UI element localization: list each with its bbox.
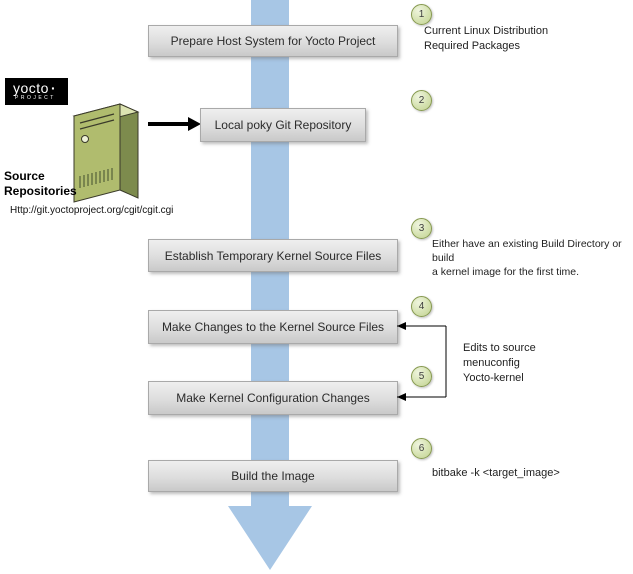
edits-bracket-connector <box>397 322 447 401</box>
yocto-logo-subtitle: PROJECT <box>15 95 56 101</box>
step-label: Prepare Host System for Yocto Project <box>170 34 376 48</box>
step-box-local-poky-repo: Local poky Git Repository <box>200 108 366 142</box>
step-number-circle-3: 3 <box>411 218 432 239</box>
note-steps-4-5: Edits to source menuconfig Yocto-kernel <box>463 342 536 384</box>
step-number-circle-5: 5 <box>411 366 432 387</box>
step-box-kernel-config: Make Kernel Configuration Changes <box>148 381 398 415</box>
step-number-circle-1: 1 <box>411 4 432 25</box>
server-icon <box>72 103 140 203</box>
step-label: Build the Image <box>231 469 315 483</box>
note-step-1: Current Linux Distribution Required Pack… <box>424 25 549 52</box>
note-step-6: bitbake -k <target_image> <box>432 467 560 479</box>
source-repositories-url: Http://git.yoctoproject.org/cgit/cgit.cg… <box>10 205 174 216</box>
server-to-repo-arrow <box>148 117 201 131</box>
step-box-temp-kernel-src: Establish Temporary Kernel Source Files <box>148 239 398 272</box>
step-label: Establish Temporary Kernel Source Files <box>164 248 382 263</box>
step-number-circle-6: 6 <box>411 438 432 459</box>
step-label: Make Kernel Configuration Changes <box>176 391 370 405</box>
step-label: Make Changes to the Kernel Source Files <box>161 320 385 334</box>
note-step-3: Either have an existing Build Directory … <box>432 238 622 279</box>
step-box-build-image: Build the Image <box>148 460 398 492</box>
yocto-logo-brand: yocto· <box>13 80 57 96</box>
step-number-circle-2: 2 <box>411 90 432 111</box>
step-box-prepare-host: Prepare Host System for Yocto Project <box>148 25 398 57</box>
step-number-circle-4: 4 <box>411 296 432 317</box>
step-label: Local poky Git Repository <box>214 118 352 132</box>
source-repositories-label: Source Repositories <box>4 169 77 198</box>
yocto-logo-dot: · <box>50 80 57 96</box>
yocto-logo: yocto· PROJECT <box>5 78 68 105</box>
step-box-change-kernel-src: Make Changes to the Kernel Source Files <box>148 310 398 344</box>
